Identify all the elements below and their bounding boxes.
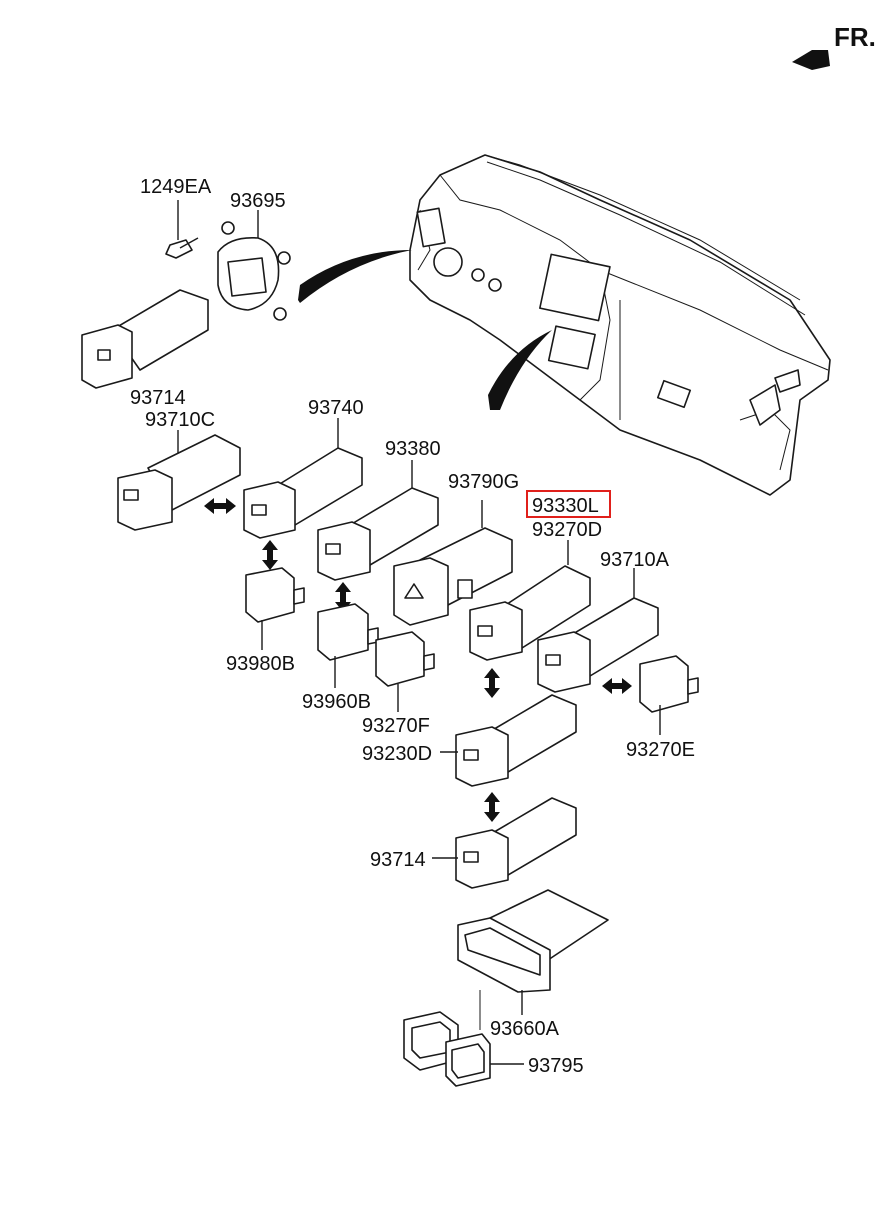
switch-93740: 93740 <box>243 397 364 539</box>
swap-arrow-icon <box>484 792 500 822</box>
front-label: FR. <box>834 22 876 52</box>
housing-93660a: 93660A <box>457 889 609 1040</box>
label-93960b: 93960B <box>302 691 371 713</box>
label-1249ea: 1249EA <box>140 176 212 198</box>
switch-93380: 93380 <box>317 438 441 581</box>
label-93230d: 93230D <box>362 743 432 765</box>
front-arrow-icon <box>792 50 830 70</box>
label-93740: 93740 <box>308 397 364 419</box>
swap-arrow-icon <box>602 678 632 694</box>
switch-93230d: 93230D <box>362 694 577 787</box>
label-93714-top: 93714 <box>130 387 186 409</box>
switch-93710c: 93710C <box>117 409 241 531</box>
label-93710c: 93710C <box>145 409 215 431</box>
switch-93710a: 93710A <box>537 549 670 693</box>
cover-93980b: 93980B <box>226 567 305 675</box>
highlight-box <box>526 490 611 518</box>
cover-93960b: 93960B <box>302 603 379 713</box>
label-93270e: 93270E <box>626 739 695 761</box>
label-93380: 93380 <box>385 438 441 460</box>
bracket-93795: 93795 <box>403 1011 584 1087</box>
label-93330l: 93330L <box>532 495 599 517</box>
label-93710a: 93710A <box>600 549 670 571</box>
label-93270f: 93270F <box>362 715 430 737</box>
swap-arrow-icon <box>335 582 351 612</box>
label-93795: 93795 <box>528 1055 584 1077</box>
front-direction-indicator: FR. <box>792 22 876 70</box>
label-93660a: 93660A <box>490 1018 560 1040</box>
label-93980b: 93980B <box>226 653 295 675</box>
label-93714-bottom: 93714 <box>370 849 426 871</box>
label-93695: 93695 <box>230 190 286 212</box>
leader-arrow-left <box>298 250 412 303</box>
dashboard-assembly <box>298 154 831 496</box>
swap-arrow-icon <box>484 668 500 698</box>
swap-arrow-icon <box>204 498 236 514</box>
switch-93714-top: 93714 <box>81 289 209 409</box>
cover-93270f: 93270F <box>362 631 435 737</box>
swap-arrow-icon <box>262 540 278 570</box>
label-93270d: 93270D <box>532 519 602 541</box>
label-93790g: 93790G <box>448 471 519 493</box>
cover-93270e: 93270E <box>626 655 699 761</box>
bezel-93695: 93695 <box>217 190 291 321</box>
leader-arrow-center <box>488 330 552 410</box>
switch-93714-bottom: 93714 <box>370 797 577 889</box>
bolt-1249ea: 1249EA <box>140 176 212 259</box>
switch-93330l: 93330L 93270D <box>469 490 611 661</box>
hazard-switch-93790g: 93790G <box>393 471 519 626</box>
